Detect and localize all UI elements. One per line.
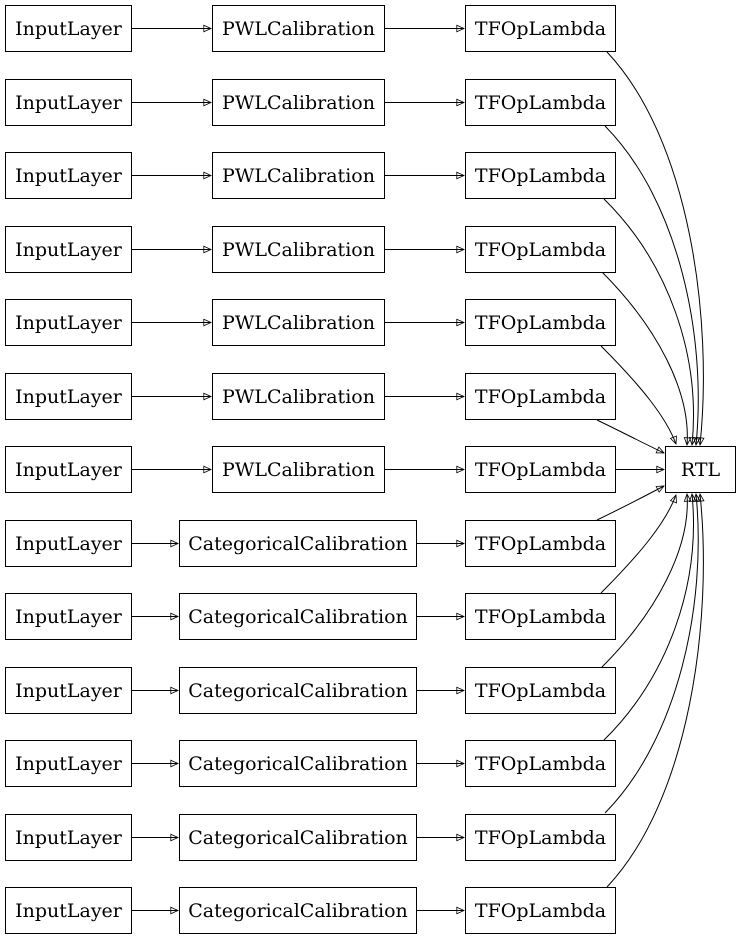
node-tfop-lambda: TFOpLambda	[465, 667, 616, 714]
node-tfop-lambda: TFOpLambda	[465, 5, 616, 52]
edge-lam-rtl-11	[604, 493, 701, 814]
edge-lam-rtl-1	[604, 125, 701, 446]
node-calibration: PWLCalibration	[212, 373, 385, 420]
node-rtl: RTL	[665, 446, 736, 493]
node-tfop-lambda: TFOpLambda	[465, 740, 616, 787]
edge-lam-rtl-3	[601, 271, 692, 446]
edge-lam-rtl-2	[603, 198, 697, 446]
node-calibration: CategoricalCalibration	[179, 740, 417, 787]
edge-lam-rtl-9	[601, 493, 692, 668]
edge-lam-rtl-4	[600, 345, 677, 445]
calibration-to-lambda-edges	[385, 24, 465, 915]
node-input-layer: InputLayer	[5, 740, 132, 787]
edge-lam-rtl-0	[606, 51, 705, 446]
node-tfop-lambda: TFOpLambda	[465, 226, 616, 273]
node-tfop-lambda: TFOpLambda	[465, 593, 616, 640]
node-tfop-lambda: TFOpLambda	[465, 887, 616, 934]
node-input-layer: InputLayer	[5, 373, 132, 420]
node-input-layer: InputLayer	[5, 814, 132, 861]
edge-lam-rtl-8	[600, 494, 677, 594]
node-tfop-lambda: TFOpLambda	[465, 446, 616, 493]
node-calibration: PWLCalibration	[212, 226, 385, 273]
node-tfop-lambda: TFOpLambda	[465, 814, 616, 861]
node-input-layer: InputLayer	[5, 446, 132, 493]
node-calibration: CategoricalCalibration	[179, 814, 417, 861]
node-tfop-lambda: TFOpLambda	[465, 520, 616, 567]
node-calibration: PWLCalibration	[212, 299, 385, 346]
node-input-layer: InputLayer	[5, 79, 132, 126]
node-calibration: CategoricalCalibration	[179, 667, 417, 714]
node-calibration: CategoricalCalibration	[179, 593, 417, 640]
node-input-layer: InputLayer	[5, 5, 132, 52]
node-tfop-lambda: TFOpLambda	[465, 79, 616, 126]
node-input-layer: InputLayer	[5, 593, 132, 640]
node-tfop-lambda: TFOpLambda	[465, 152, 616, 199]
edge-lam-rtl-7	[596, 485, 665, 521]
node-tfop-lambda: TFOpLambda	[465, 299, 616, 346]
node-input-layer: InputLayer	[5, 226, 132, 273]
node-tfop-lambda: TFOpLambda	[465, 373, 616, 420]
edge-lam-rtl-12	[606, 493, 705, 888]
node-calibration: PWLCalibration	[212, 446, 385, 493]
node-calibration: PWLCalibration	[212, 79, 385, 126]
node-input-layer: InputLayer	[5, 667, 132, 714]
node-calibration: CategoricalCalibration	[179, 887, 417, 934]
edge-lam-rtl-10	[603, 493, 697, 741]
node-input-layer: InputLayer	[5, 887, 132, 934]
node-calibration: PWLCalibration	[212, 152, 385, 199]
node-calibration: PWLCalibration	[212, 5, 385, 52]
node-input-layer: InputLayer	[5, 299, 132, 346]
edge-lam-rtl-5	[596, 419, 665, 454]
node-calibration: CategoricalCalibration	[179, 520, 417, 567]
node-input-layer: InputLayer	[5, 520, 132, 567]
input-to-calibration-edges	[132, 24, 212, 915]
lambda-to-rtl-edges	[596, 51, 705, 888]
node-input-layer: InputLayer	[5, 152, 132, 199]
